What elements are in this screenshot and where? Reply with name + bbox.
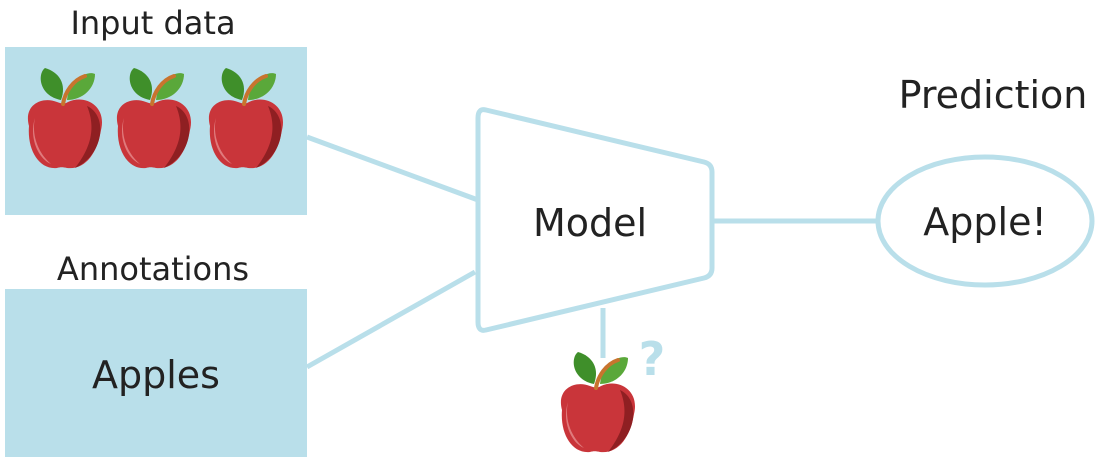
- question-mark: ?: [639, 332, 666, 386]
- model-shape: [475, 107, 715, 333]
- model-label: Model: [533, 201, 647, 245]
- query-apple-icon: [558, 350, 638, 455]
- input-data-label: Input data: [70, 4, 235, 42]
- prediction-label: Prediction: [899, 73, 1088, 117]
- prediction-ellipse: [875, 154, 1095, 288]
- annotations-box: [5, 289, 307, 457]
- prediction-value: Apple!: [923, 200, 1046, 244]
- input-connector: [306, 134, 479, 203]
- annotations-label: Annotations: [57, 250, 249, 288]
- annotations-value: Apples: [92, 353, 220, 397]
- annotations-connector: [305, 269, 477, 370]
